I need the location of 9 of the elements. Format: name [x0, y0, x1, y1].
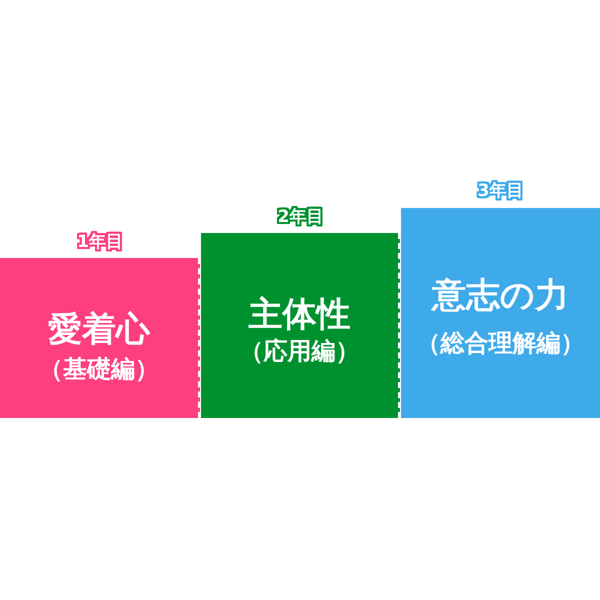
block-title: 愛着心 — [48, 310, 150, 350]
block-subtitle: （基礎編） — [39, 356, 159, 384]
block-subtitle: （応用編） — [240, 338, 360, 366]
year-label: 3年目 — [478, 182, 524, 202]
year-label: 1年目 — [77, 233, 123, 253]
block-title: 主体性 — [248, 295, 350, 335]
block-title: 意志の力 — [432, 276, 569, 316]
block-subtitle: （総合理解編） — [416, 330, 584, 358]
year-label: 2年目 — [278, 208, 324, 228]
